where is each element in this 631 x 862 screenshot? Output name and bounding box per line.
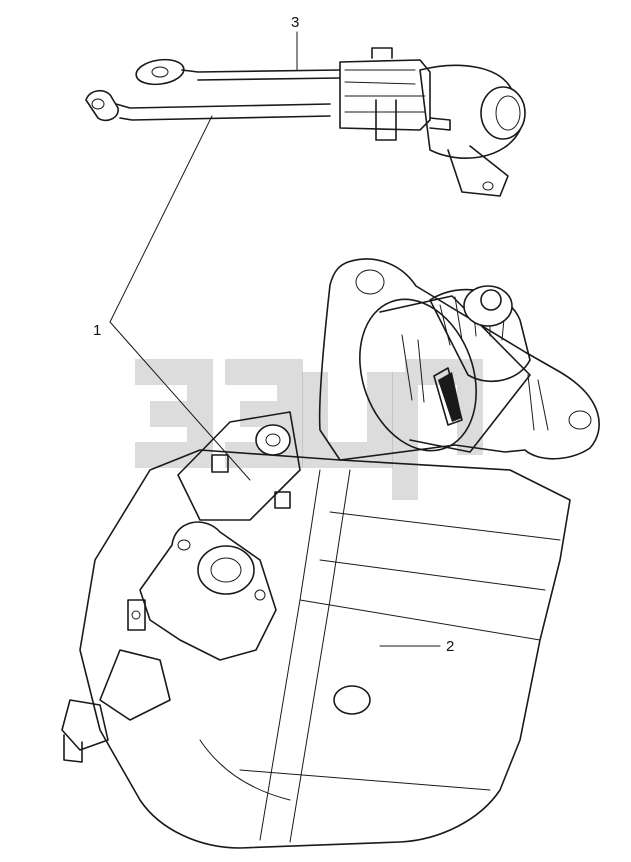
watermark-logo [135, 359, 483, 500]
callout-3: 3 [291, 14, 300, 31]
leader-lines [109, 31, 441, 647]
leader-1b [109, 321, 251, 481]
leader-1a [109, 115, 213, 323]
cable-harness [85, 47, 526, 197]
callout-2: 2 [446, 638, 455, 655]
callout-1: 1 [93, 322, 102, 339]
starter-motor [61, 258, 600, 849]
